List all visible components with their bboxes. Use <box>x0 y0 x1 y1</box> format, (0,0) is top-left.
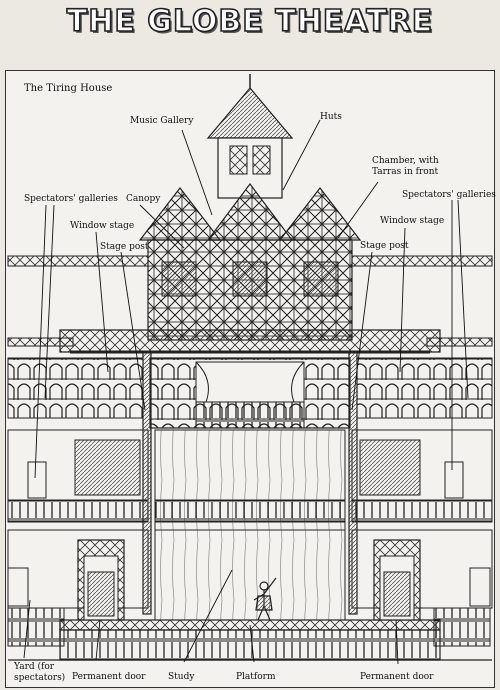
label-stage-post-right: Stage post <box>360 241 409 251</box>
window-stage <box>149 357 351 429</box>
label-yard-line2: spectators) <box>14 673 66 683</box>
label-music-gallery: Music Gallery <box>130 116 194 126</box>
label-yard-line1: Yard (for <box>14 662 55 672</box>
label-study: Study <box>168 672 195 682</box>
label-canopy: Canopy <box>126 194 161 204</box>
label-spectators-galleries-right: Spectators' galleries <box>402 190 496 200</box>
label-window-stage-right: Window stage <box>380 216 445 226</box>
label-huts: Huts <box>320 112 342 122</box>
label-chamber-line2: Tarras in front <box>372 167 439 177</box>
leader-lines <box>23 119 469 665</box>
label-window-stage-left: Window stage <box>70 221 135 231</box>
stage-posts <box>142 351 358 615</box>
page-title: THE GLOBE THEATRE <box>66 3 434 40</box>
side-galleries <box>7 255 493 647</box>
label-spectators-galleries-left: Spectators' galleries <box>24 194 118 204</box>
label-platform: Platform <box>236 672 276 682</box>
study-curtains <box>154 429 346 621</box>
actor-figure <box>253 577 277 621</box>
canopy <box>59 329 441 354</box>
tiring-house-roof <box>138 74 362 341</box>
label-chamber-line1: Chamber, with <box>372 156 439 166</box>
label-stage-post-left: Stage post <box>100 242 149 252</box>
permanent-doors <box>77 539 421 621</box>
label-permanent-door-right: Permanent door <box>360 672 434 682</box>
label-tiring-house: The Tiring House <box>24 83 113 94</box>
label-permanent-door-left: Permanent door <box>72 672 146 682</box>
